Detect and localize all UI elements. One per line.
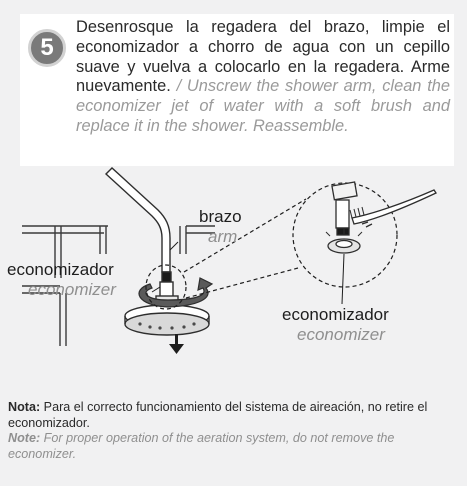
step-number: 5 <box>40 34 54 61</box>
step-number-badge: 5 <box>28 29 66 67</box>
economizer-right-label-en: economizer <box>297 325 385 344</box>
economizer-right-label-es: economizador <box>282 305 389 324</box>
note-label-es: Nota: <box>8 400 41 414</box>
down-arrow <box>169 334 184 354</box>
economizer-left-label-es: economizador <box>7 260 114 279</box>
zoom-callout <box>145 182 398 310</box>
step-text-es: Desenrosque la regadera del brazo, limpi… <box>76 18 450 96</box>
note-label-en: Note: <box>8 431 41 446</box>
note-section: Nota: Para el correcto funcionamiento de… <box>8 400 460 462</box>
label-leaders <box>151 241 345 305</box>
step-text-en: / Unscrew the shower arm, clean the econ… <box>76 77 450 135</box>
note-text-en: For proper operation of the aeration sys… <box>8 431 395 461</box>
note-en: Note: For proper operation of the aerati… <box>8 431 460 462</box>
unscrew-arrow <box>138 277 214 308</box>
note-text-es: Para el correcto funcionamiento del sist… <box>8 400 428 430</box>
note-es: Nota: Para el correcto funcionamiento de… <box>8 400 460 431</box>
arm-label-es: brazo <box>199 207 242 226</box>
economizer-left-label-en: economizer <box>28 280 116 299</box>
arm-label-en: arm <box>208 227 238 246</box>
zoomed-economizer <box>325 181 363 254</box>
wall-tiles <box>22 225 215 346</box>
shower-illustration <box>22 167 437 354</box>
brush <box>349 189 437 228</box>
step-instructions: Desenrosque la regadera del brazo, limpi… <box>76 18 450 137</box>
shower-head <box>124 281 210 336</box>
shower-arm <box>104 167 172 283</box>
step-box <box>20 14 454 166</box>
